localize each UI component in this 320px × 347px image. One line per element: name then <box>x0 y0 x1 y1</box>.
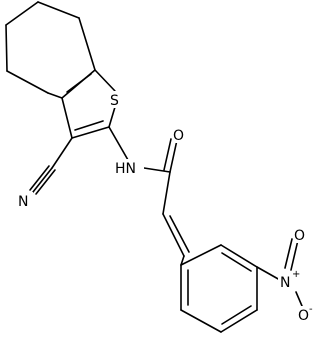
bond-nitro-n-o-single <box>295 291 303 307</box>
nitro-nitrogen-label-bg <box>278 273 294 290</box>
bond-carbonyl-o-double <box>163 138 172 171</box>
bond-ar4-ar5-inner <box>221 305 252 325</box>
bond-nitro-n-o-double <box>290 239 299 271</box>
sulfur-label-bg <box>108 91 124 108</box>
bond-c2-c3 <box>37 1 80 19</box>
bond-ca-cb-inner <box>169 215 190 253</box>
cycloheptane-ring <box>5 1 96 99</box>
bond-nitro-n-o-double-inner <box>284 238 293 269</box>
nitrile-nitrogen-label-bg <box>17 192 33 209</box>
bond-ar2-ar3 <box>220 244 258 268</box>
nitro-oxygen-double-label: O <box>294 228 305 244</box>
bond-s-c2 <box>108 106 116 128</box>
thiophene-ring <box>61 69 116 139</box>
bond-ar5-ar6 <box>180 309 222 333</box>
nitrile-group <box>29 137 73 195</box>
nitro-nitrogen-label: N <box>280 275 290 291</box>
bond-c3-c4 <box>5 1 39 26</box>
bond-vinyl-ring <box>180 255 185 266</box>
carbonyl-oxygen-label: O <box>173 128 184 144</box>
benzene-ring <box>180 244 258 333</box>
bond-c3-c3a <box>61 97 73 139</box>
triple-bond-line-1 <box>32 167 53 193</box>
amide-linkage <box>108 126 178 173</box>
bond-nh-carbonyl <box>143 167 171 173</box>
bond-c1-c2 <box>78 17 96 71</box>
bond-ca-cb <box>162 213 185 257</box>
nitrile-nitrogen-label: N <box>18 194 28 210</box>
nitro-oxygen-double-label-bg <box>293 226 309 243</box>
bond-c2-c3 <box>71 126 110 139</box>
sulfur-atom-label: S <box>110 93 119 109</box>
nitro-oxygen-charge: - <box>309 304 313 315</box>
triple-bond-line-3 <box>35 169 56 195</box>
nitro-nitrogen-charge: + <box>292 269 300 280</box>
amide-nh-label-bg <box>114 159 144 176</box>
bond-c4-c5 <box>5 24 8 72</box>
bond-c2-c3-inner <box>74 120 104 131</box>
nitro-oxygen-single-label-bg <box>297 306 313 323</box>
carbonyl-oxygen-label-bg <box>172 126 188 143</box>
bond-c7a-s <box>94 69 116 92</box>
nitro-group <box>256 238 303 307</box>
bond-ar1-ar2 <box>180 244 222 266</box>
bond-c3-cn <box>51 137 73 169</box>
vinyl-group <box>162 171 190 257</box>
amide-nh-label: HN <box>115 161 136 177</box>
bond-ring-nitro-n <box>256 266 281 281</box>
bond-c6-c7 <box>47 92 63 99</box>
bond-carbonyl-o <box>169 139 178 173</box>
bond-c3a-c7a-inner <box>66 73 92 93</box>
bond-ar2-ar3-inner <box>221 252 252 272</box>
bond-c5-c6 <box>6 70 49 94</box>
triple-bond-line-2 <box>29 165 50 191</box>
bond-carbonyl-ca <box>162 171 171 215</box>
bond-ar4-ar5 <box>220 309 258 333</box>
nitro-oxygen-single-label: O <box>298 308 309 324</box>
atom-labels: S N HN O N + O O - <box>17 91 313 324</box>
bond-c2-nh <box>108 126 129 161</box>
